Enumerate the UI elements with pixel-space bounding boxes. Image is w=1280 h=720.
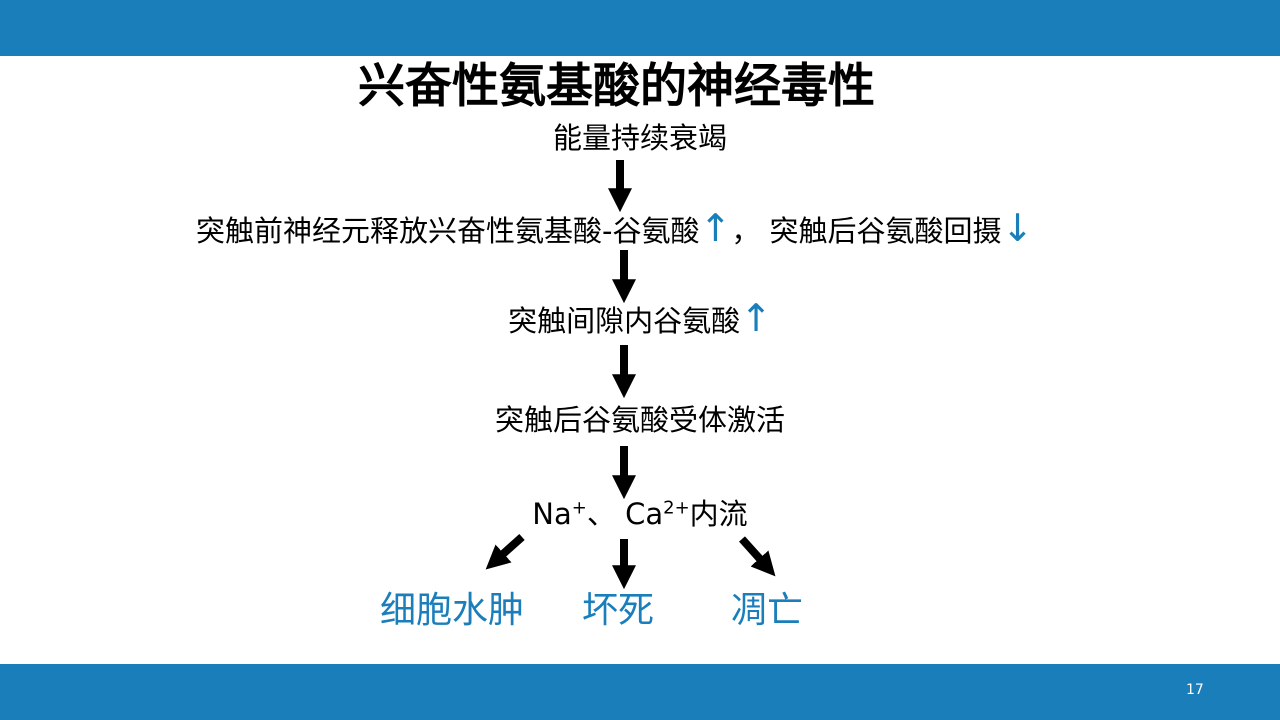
decrease-arrow-icon: ↓ xyxy=(1001,206,1034,250)
page-number: 17 xyxy=(1186,682,1204,698)
flow-step-energy-failure: 能量持续衰竭 xyxy=(0,118,1280,158)
flow-step-2-text-a: 突触前神经元释放兴奋性氨基酸-谷氨酸 xyxy=(196,214,700,248)
flow-step-ion-influx: Na+、 Ca2+内流 xyxy=(0,494,1280,534)
ion-sodium: Na xyxy=(532,497,572,531)
outcome-apoptosis: 凋亡 xyxy=(731,590,804,631)
flow-step-4-text: 突触后谷氨酸受体激活 xyxy=(494,403,785,437)
flow-step-receptor-activation: 突触后谷氨酸受体激活 xyxy=(0,400,1280,440)
flow-step-1-text: 能量持续衰竭 xyxy=(552,121,727,155)
ion-calcium: Ca xyxy=(625,497,664,531)
flow-step-2-text-b: 突触后谷氨酸回摄 xyxy=(769,214,1002,248)
outcome-necrosis: 坏死 xyxy=(582,590,655,631)
flow-step-glutamate-release: 突触前神经元释放兴奋性氨基酸-谷氨酸↑， 突触后谷氨酸回摄↓ xyxy=(196,208,1033,251)
header-band xyxy=(0,0,1280,56)
flow-step-2-separator: ， xyxy=(731,214,761,248)
ion-calcium-charge: 2+ xyxy=(663,497,690,519)
increase-arrow-icon: ↑ xyxy=(740,296,772,340)
flow-step-3-text: 突触间隙内谷氨酸 xyxy=(508,304,741,338)
footer-band xyxy=(0,664,1280,720)
increase-arrow-icon: ↑ xyxy=(699,206,732,250)
slide-title: 兴奋性氨基酸的神经毒性 xyxy=(358,59,875,114)
ion-sodium-charge: + xyxy=(571,497,587,519)
down-left-arrow-icon xyxy=(485,534,525,570)
ion-influx-label: 内流 xyxy=(689,497,748,531)
down-right-arrow-icon xyxy=(739,536,776,577)
outcome-cell-edema: 细胞水肿 xyxy=(380,590,525,631)
ion-separator: 、 xyxy=(586,497,616,531)
flow-step-synaptic-glutamate: 突触间隙内谷氨酸↑ xyxy=(0,298,1280,341)
